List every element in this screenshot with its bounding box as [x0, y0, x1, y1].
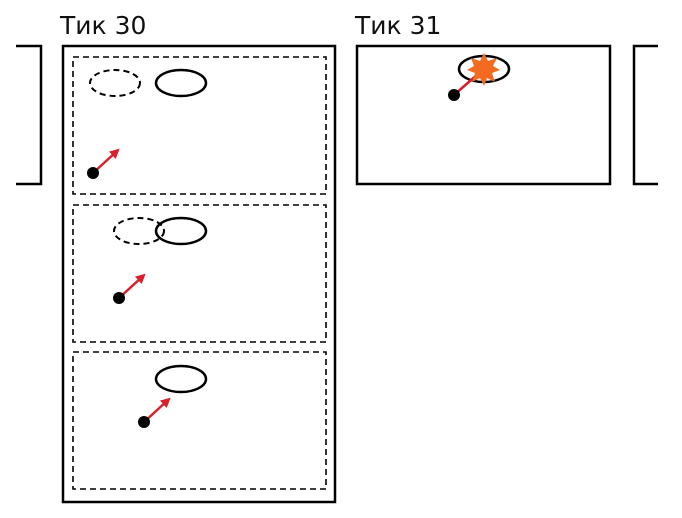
black-dot-icon [138, 416, 150, 428]
previous-tick-frame [16, 44, 43, 186]
tick-30-label: Тик 30 [60, 11, 147, 40]
dashed-ellipse-icon [113, 217, 165, 245]
tick-31-frame [355, 44, 612, 186]
next-tick-frame [632, 44, 658, 186]
ellipse-icon [154, 216, 208, 246]
black-dot-icon [448, 89, 460, 101]
substep-3 [72, 351, 327, 490]
dashed-ellipse-icon [89, 69, 141, 97]
substep-3-frame [72, 351, 327, 490]
tick-31-content [448, 53, 511, 101]
ellipse-icon [154, 364, 208, 394]
substep-1-frame [72, 56, 327, 195]
orange-star-burst-icon [467, 53, 500, 86]
substep-2-frame [72, 204, 327, 343]
tick-31-label: Тик 31 [355, 11, 442, 40]
black-dot-icon [113, 292, 125, 304]
black-dot-icon [87, 167, 99, 179]
substep-2 [72, 204, 327, 343]
ellipse-icon [154, 68, 208, 98]
substep-1 [72, 56, 327, 195]
tick-30-frame [61, 44, 337, 504]
